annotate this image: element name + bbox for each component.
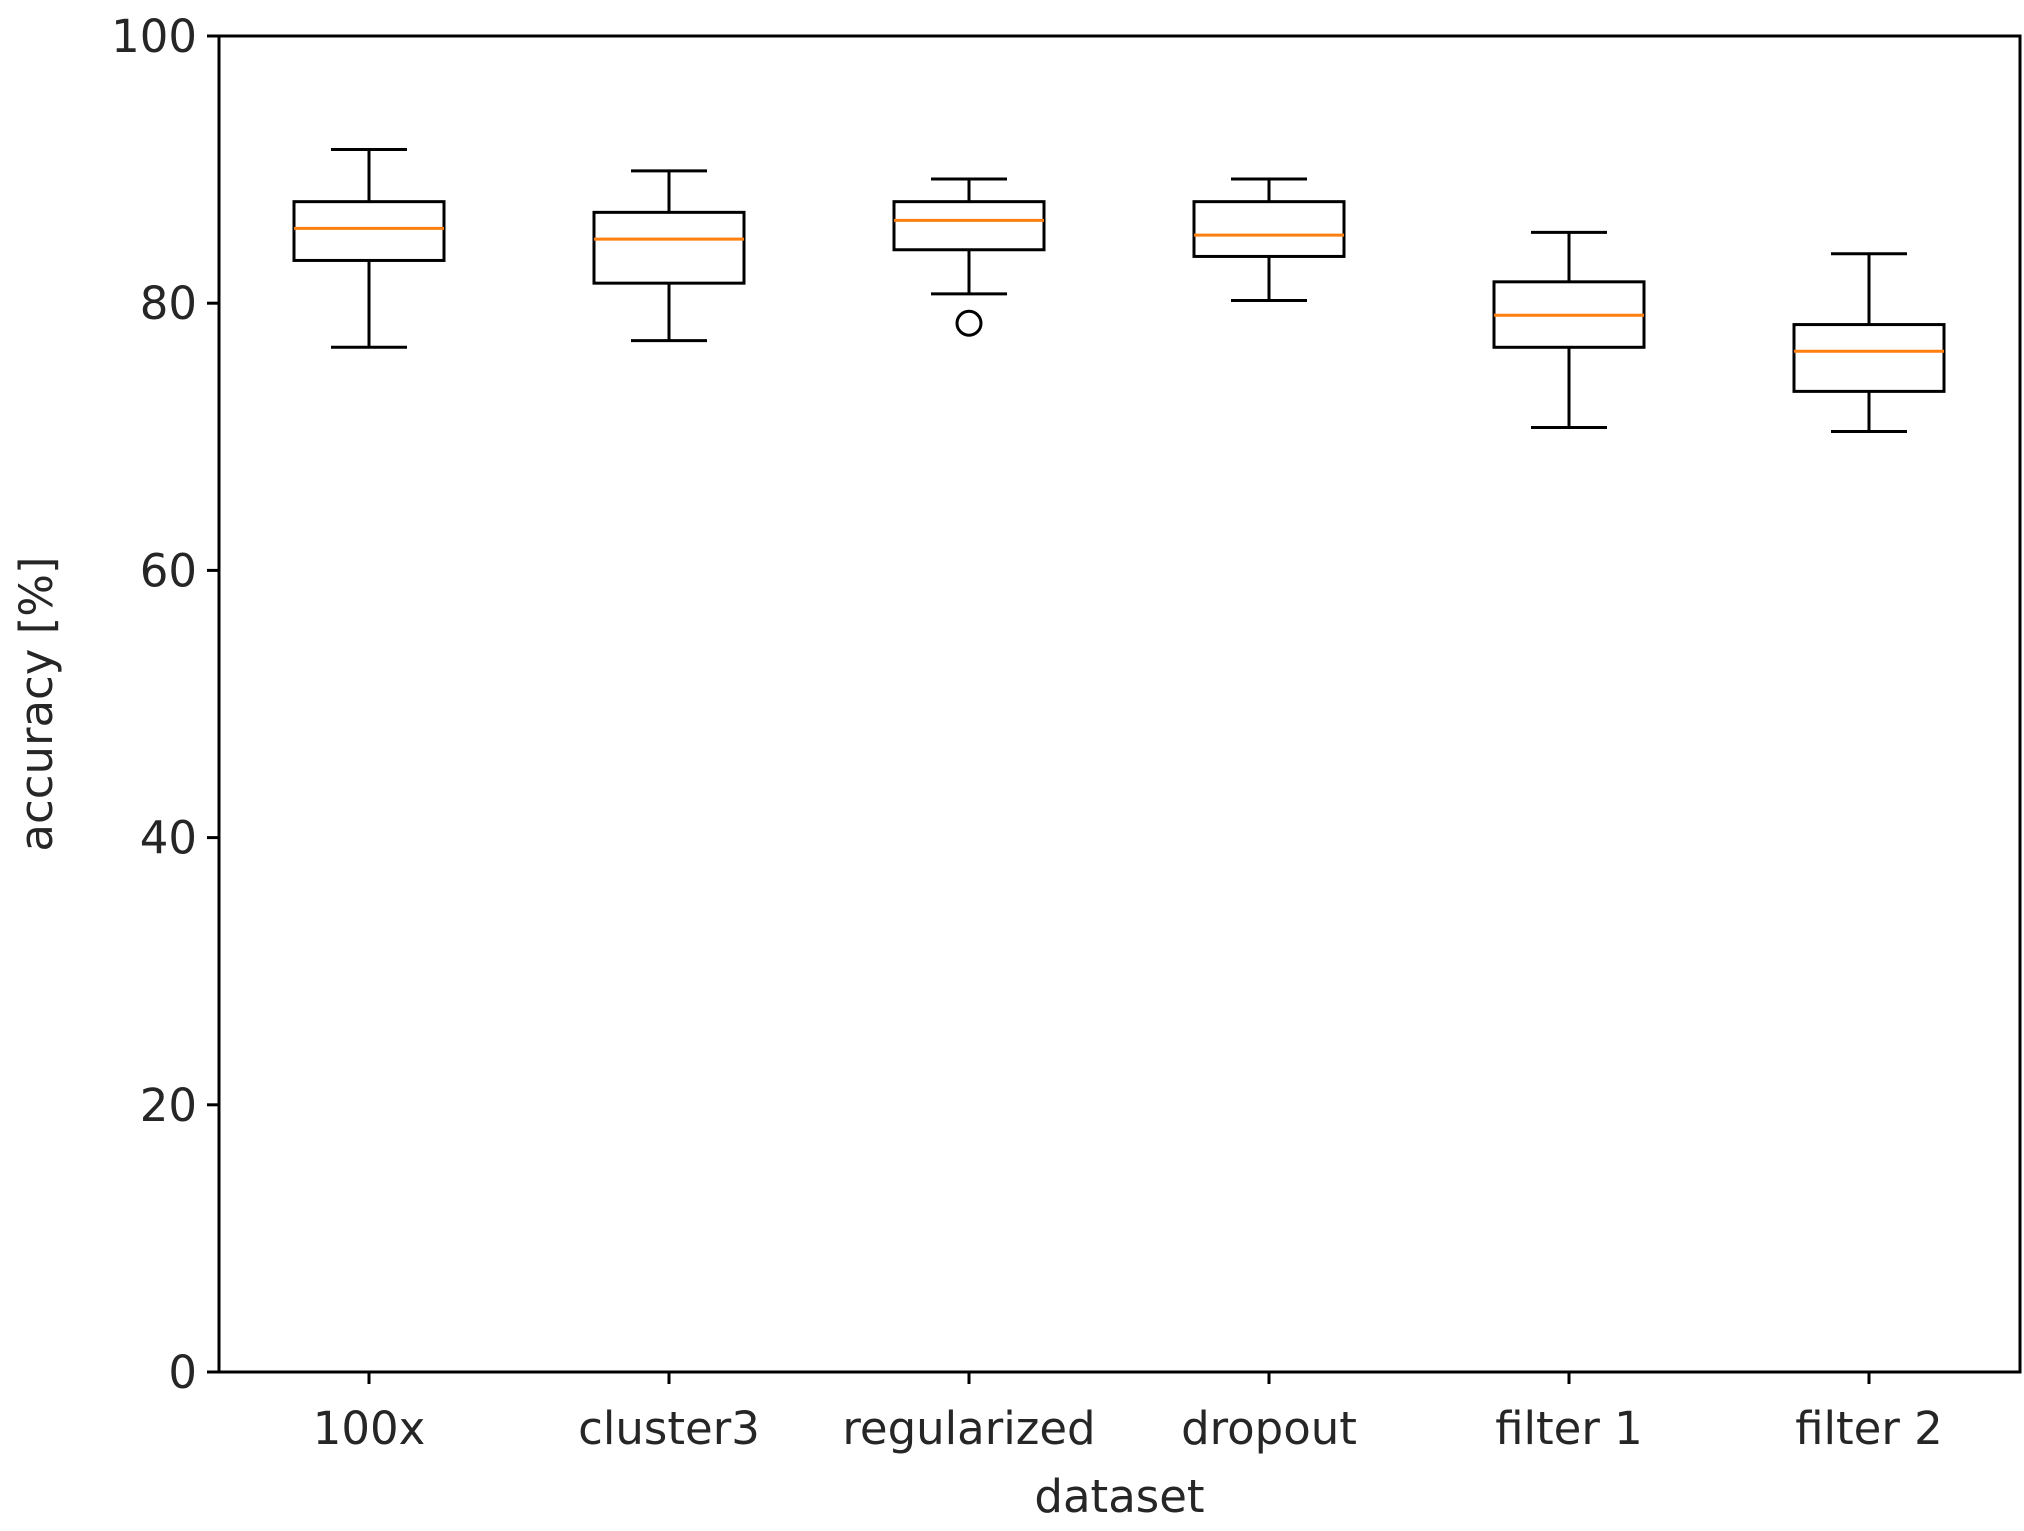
iqr-box — [592, 210, 746, 285]
x-tick-label: regularized — [842, 1402, 1095, 1455]
box-100x — [292, 148, 446, 349]
box-filter-2 — [1792, 252, 1946, 433]
x-tick-label: 100x — [313, 1402, 426, 1455]
x-tick-label: cluster3 — [578, 1402, 760, 1455]
plot-frame — [217, 34, 2022, 1374]
outlier-point — [955, 309, 983, 337]
iqr-box — [1792, 323, 1946, 393]
y-tick-label: 60 — [140, 544, 197, 597]
box-filter-1 — [1492, 230, 1646, 429]
x-tick-label: dropout — [1181, 1402, 1357, 1455]
y-tick-label: 100 — [111, 10, 197, 63]
iqr-box — [892, 200, 1046, 252]
y-axis-label: accuracy [%] — [10, 556, 63, 851]
x-axis-label: dataset — [1034, 1470, 1204, 1523]
box-dropout — [1192, 177, 1346, 303]
iqr-box — [1192, 200, 1346, 258]
y-tick-label: 80 — [140, 277, 197, 330]
y-tick-label: 0 — [168, 1346, 197, 1399]
y-tick-label: 20 — [140, 1079, 197, 1132]
x-tick-label: filter 1 — [1495, 1402, 1643, 1455]
boxes-group — [292, 148, 1946, 433]
x-axis-ticks: 100x cluster3 regularized dropout filter 1 fi… — [313, 1372, 1943, 1455]
iqr-box — [292, 200, 446, 262]
box-regularized — [892, 177, 1046, 337]
y-tick-label: 40 — [140, 812, 197, 865]
box-cluster3 — [592, 169, 746, 343]
y-axis-ticks: 0 20 40 60 80 100 — [111, 10, 219, 1399]
x-tick-label: filter 2 — [1795, 1402, 1943, 1455]
